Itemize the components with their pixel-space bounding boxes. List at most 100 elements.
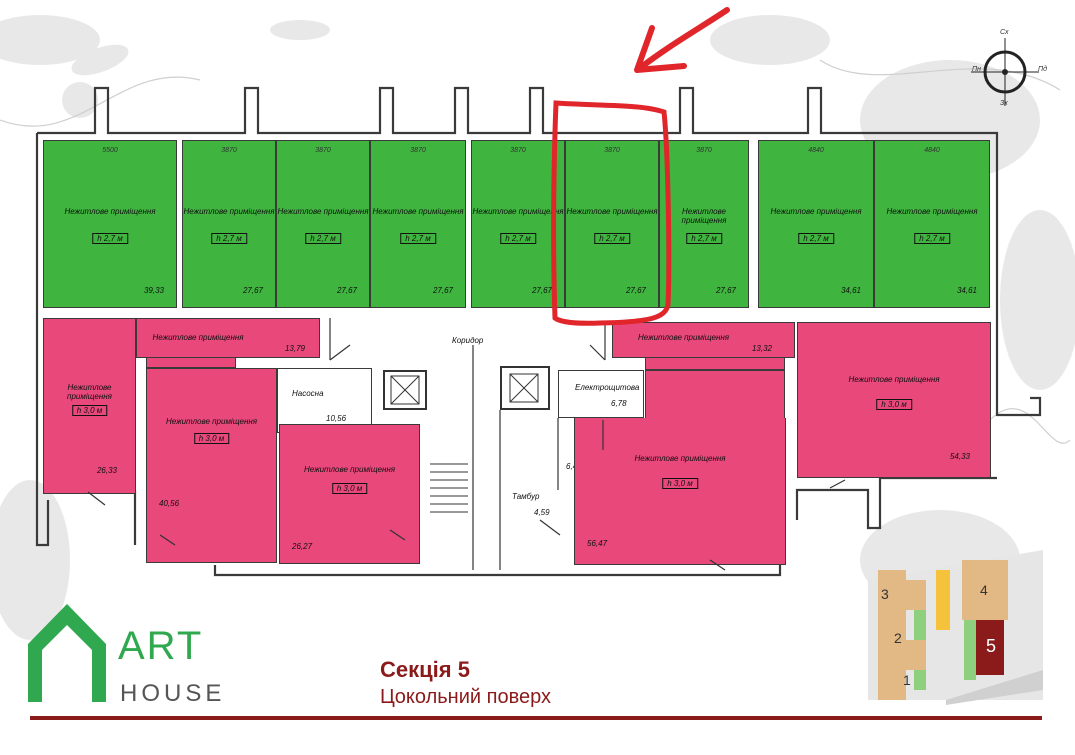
upper-room-dim: 3870 [604, 147, 620, 154]
elevator-left [383, 370, 427, 410]
elevator-right [500, 366, 550, 410]
logo-art: ART [118, 624, 204, 668]
room-e-notch [645, 358, 785, 370]
pump-room[interactable]: Насосна 10,56 [277, 368, 372, 433]
compass-north: Сх [1000, 29, 1009, 36]
upper-room-dim: 4840 [924, 147, 940, 154]
switch-room[interactable]: Електрощитова 6,78 [558, 370, 644, 418]
room-f[interactable]: Нежитлове приміщення h 3,0 м 56,47 [574, 418, 786, 565]
upper-room-name: Нежитлове приміщення [372, 207, 464, 216]
room-c-height: h 3,0 м [193, 433, 230, 444]
site-section-3: 3 [881, 586, 889, 602]
corridor-label: Коридор [452, 336, 484, 345]
compass-icon [971, 38, 1039, 106]
switch-room-name: Електрощитова [575, 383, 640, 392]
upper-room-height: h 2,7 м [686, 233, 722, 244]
room-d-height: h 3,0 м [331, 483, 368, 494]
upper-room-height: h 2,7 м [500, 233, 536, 244]
pump-room-name: Насосна [292, 389, 324, 398]
site-section-1: 1 [903, 672, 911, 688]
site-section-4: 4 [980, 582, 988, 598]
pump-room-area: 10,56 [326, 414, 347, 423]
arrow-shaft [637, 7, 730, 71]
upper-room-dim: 4840 [808, 147, 824, 154]
upper-room-height: h 2,7 м [594, 233, 630, 244]
upper-room-area: 34,61 [956, 286, 977, 295]
arrow-head [634, 25, 687, 73]
upper-room-name: Нежитлове приміщення [472, 207, 564, 216]
upper-room-height: h 2,7 м [211, 233, 247, 244]
upper-room-name: Нежитлове приміщення [277, 207, 369, 216]
room-c[interactable]: Нежитлове приміщення h 3,0 м 40,56 [146, 368, 277, 563]
room-e-name: Нежитлове приміщення [637, 333, 730, 342]
room-e-area: 13,32 [751, 344, 772, 353]
upper-room-height: h 2,7 м [305, 233, 341, 244]
switch-room-area: 6,78 [611, 399, 627, 408]
upper-room-area: 27,67 [432, 286, 453, 295]
room-g[interactable]: Нежитлове приміщення h 3,0 м 54,33 [797, 322, 991, 478]
upper-room-dim: 3870 [696, 147, 712, 154]
upper-room-name: Нежитлове приміщення [770, 207, 862, 216]
site-section-2: 2 [894, 630, 902, 646]
elevator-right-icon [509, 373, 539, 403]
room-d[interactable]: Нежитлове приміщення h 3,0 м 26,27 [279, 424, 420, 564]
room-g-name: Нежитлове приміщення [848, 375, 940, 384]
logo-house: HOUSE [120, 680, 226, 707]
upper-room-dim: 3870 [510, 147, 526, 154]
room-b[interactable]: Нежитлове приміщення 13,79 [136, 318, 320, 358]
vestibule-area: 4,59 [534, 508, 550, 517]
room-b-notch [146, 358, 236, 368]
upper-room-dim: 3870 [410, 147, 426, 154]
upper-room-dim: 5500 [102, 147, 118, 154]
compass-west: Пн [972, 66, 981, 73]
room-f-area: 56,47 [587, 539, 608, 548]
highlight-box [551, 100, 672, 326]
upper-room-name: Нежитлове приміщення [183, 207, 275, 216]
upper-room-height: h 2,7 м [914, 233, 950, 244]
room-b-area: 13,79 [284, 344, 305, 353]
upper-room-dim: 3870 [315, 147, 331, 154]
room-d-name: Нежитлове приміщення [303, 465, 396, 474]
compass-south: Зх [1000, 100, 1008, 107]
page-title: Секція 5 [380, 657, 470, 682]
upper-room-area: 39,33 [143, 286, 164, 295]
upper-room-height: h 2,7 м [400, 233, 436, 244]
elevator-left-icon [390, 375, 420, 405]
room-a-name: Нежитлове приміщення [67, 383, 112, 401]
upper-room-name: Нежитлове приміщення [681, 207, 727, 225]
room-a[interactable]: Нежитлове приміщення h 3,0 м 26,33 [43, 318, 136, 494]
room-f-name: Нежитлове приміщення [634, 454, 726, 463]
upper-room-name: Нежитлове приміщення [566, 207, 658, 216]
upper-room-area: 27,67 [715, 286, 736, 295]
room-b-name: Нежитлове приміщення [152, 333, 244, 342]
room-c-name: Нежитлове приміщення [165, 417, 258, 426]
room-g-area: 54,33 [949, 452, 970, 461]
page-subtitle: Цокольний поверх [380, 686, 551, 708]
site-section-5: 5 [986, 636, 997, 656]
room-d-area: 26,27 [292, 542, 313, 551]
upper-room-dim: 3870 [221, 147, 237, 154]
upper-room-area: 27,67 [336, 286, 357, 295]
room-g-height: h 3,0 м [876, 399, 912, 410]
room-a-height: h 3,0 м [71, 405, 108, 416]
room-e[interactable]: Нежитлове приміщення 13,32 [612, 322, 795, 358]
site-plan-map [868, 550, 1043, 705]
upper-room-height: h 2,7 м [92, 233, 128, 244]
upper-room-name: Нежитлове приміщення [64, 207, 156, 216]
upper-room-area: 34,61 [840, 286, 861, 295]
room-c-area: 40,56 [159, 499, 180, 508]
room-f-height: h 3,0 м [662, 478, 698, 489]
